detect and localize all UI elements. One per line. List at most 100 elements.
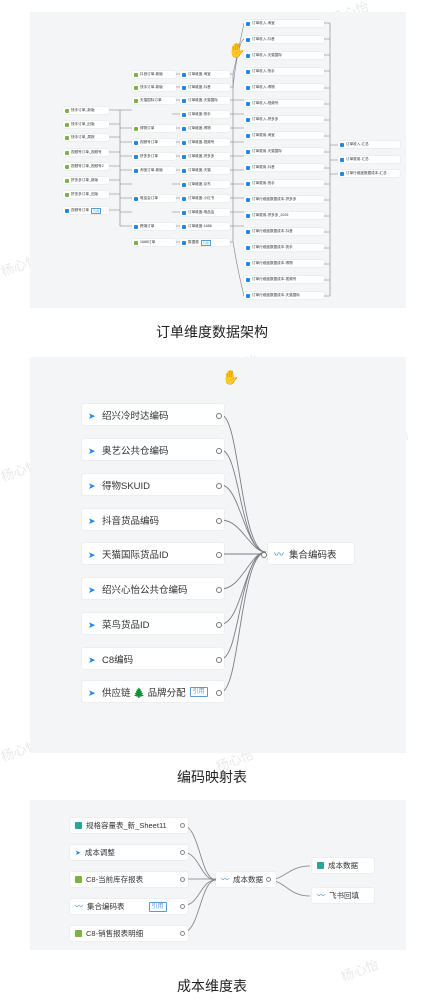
connector-dot[interactable] bbox=[216, 657, 222, 663]
order-node[interactable]: 视频号订单引用 bbox=[63, 207, 109, 214]
order-node[interactable]: 数据源引用 bbox=[180, 239, 230, 246]
order-node[interactable]: 订单维度-视频号 bbox=[180, 139, 230, 146]
caption-order: 订单维度数据架构 bbox=[156, 325, 268, 341]
order-node[interactable]: 订单行维度数据成本-天猫国际 bbox=[244, 292, 324, 299]
order-node[interactable]: 订单维度-小红书 bbox=[180, 195, 230, 202]
order-node[interactable]: 快手订单_旧版 bbox=[63, 121, 109, 128]
chart-icon: 〰 bbox=[317, 891, 325, 900]
connector-dot[interactable] bbox=[216, 518, 222, 524]
dataset-icon bbox=[246, 117, 250, 122]
order-node[interactable]: 订单费用-淘宝 bbox=[244, 132, 324, 139]
connector-dot[interactable] bbox=[216, 552, 222, 558]
order-node[interactable]: 订单收入-淘宝 bbox=[244, 20, 324, 27]
order-node[interactable]: 订单维度-快手 bbox=[180, 111, 230, 118]
order-node[interactable]: 订单维度-唯品会 bbox=[180, 209, 230, 216]
order-node[interactable]: 订单行维度数据成本-得物 bbox=[244, 260, 324, 267]
connector-dot[interactable] bbox=[216, 448, 222, 454]
mapping-source-node[interactable]: ➤奥艺公共仓编码 bbox=[82, 439, 224, 460]
order-node[interactable]: 订单费用-快手 bbox=[244, 180, 324, 187]
order-node[interactable]: 快手订单_新版 bbox=[63, 107, 109, 114]
mapping-source-node[interactable]: ➤天猫国际货品ID bbox=[82, 543, 224, 564]
order-node[interactable]: 订单收入-得物 bbox=[244, 84, 324, 91]
node-label: C8编码 bbox=[102, 654, 134, 666]
root-node-revenue[interactable]: 订单收入-汇总 bbox=[338, 141, 400, 148]
connector-dot[interactable] bbox=[216, 690, 222, 696]
connector-dot[interactable] bbox=[216, 622, 222, 628]
cost-target-node[interactable]: 成本数据 bbox=[312, 858, 374, 873]
node-label: 订单维度-天猫国际 bbox=[188, 98, 218, 102]
cost-source-node[interactable]: C8-销售报表明细 bbox=[70, 926, 188, 941]
order-node[interactable]: 订单行维度数据成本-视频号 bbox=[244, 276, 324, 283]
order-node[interactable]: 订单收入-拼多多 bbox=[244, 116, 324, 123]
order-node[interactable]: 拼多多订单_新版 bbox=[63, 177, 109, 184]
connector-dot[interactable] bbox=[216, 413, 222, 419]
connector-dot[interactable] bbox=[180, 931, 185, 936]
mapping-source-node[interactable]: ➤抖音货品编码 bbox=[82, 509, 224, 530]
connector-dot[interactable] bbox=[266, 877, 271, 882]
order-node[interactable]: 订单收入-视频号 bbox=[244, 100, 324, 107]
cost-target-node[interactable]: 〰飞书回填 bbox=[312, 888, 374, 903]
order-node[interactable]: 订单维度-京东 bbox=[180, 181, 230, 188]
connector-dot[interactable] bbox=[216, 587, 222, 593]
sheet-icon bbox=[65, 122, 69, 127]
order-node[interactable]: 订单维度-天猫国际 bbox=[180, 97, 230, 104]
dataset-icon bbox=[246, 229, 250, 234]
order-node[interactable]: 订单维度-天猫 bbox=[180, 167, 230, 174]
cost-source-node[interactable]: C8-当前库存报表 bbox=[70, 872, 188, 887]
mapping-source-node[interactable]: ➤绍兴冷时达编码 bbox=[82, 404, 224, 425]
mapping-source-node[interactable]: ➤菜鸟货品ID bbox=[82, 613, 224, 634]
mapping-source-node[interactable]: ➤得物SKUID bbox=[82, 474, 224, 495]
order-node[interactable]: 跨境订单 bbox=[132, 223, 176, 230]
order-node[interactable]: 订单维度-得物 bbox=[180, 125, 230, 132]
order-node[interactable]: 快手订单_周报 bbox=[63, 134, 109, 141]
connector-dot[interactable] bbox=[180, 877, 185, 882]
node-label: 快手订单_旧版 bbox=[71, 122, 95, 126]
node-label: 订单维度-得物 bbox=[188, 126, 211, 130]
connector-dot[interactable] bbox=[180, 904, 185, 909]
order-node[interactable]: 订单行维度数据成本-拼多多 bbox=[244, 196, 324, 203]
mapping-target-node[interactable]: 〰集合编码表 bbox=[268, 543, 354, 564]
cost-source-node[interactable]: 规格容量表_新_Sheet11 bbox=[70, 818, 188, 833]
connector-dot[interactable] bbox=[216, 483, 222, 489]
cost-center-node[interactable]: 〰成本数据 bbox=[216, 872, 276, 887]
mapping-source-node[interactable]: ➤绍兴心怡公共仓编码 bbox=[82, 578, 224, 599]
order-node[interactable]: 订单费用-抖音 bbox=[244, 164, 324, 171]
connector-dot[interactable] bbox=[180, 850, 185, 855]
order-node[interactable]: 1688订单 bbox=[132, 239, 176, 246]
order-node[interactable]: 拼多多订单 bbox=[132, 153, 176, 160]
order-node[interactable]: 快手订单-新版 bbox=[132, 84, 176, 91]
order-node[interactable]: 拼多多订单_旧版 bbox=[63, 191, 109, 198]
order-node[interactable]: 订单维度-抖音 bbox=[180, 84, 230, 91]
connector-dot[interactable] bbox=[261, 552, 267, 558]
order-node[interactable]: 订单收入-天猫国际 bbox=[244, 52, 324, 59]
order-node[interactable]: 订单维度-淘宝 bbox=[180, 71, 230, 78]
root-node-fee[interactable]: 订单费用-汇总 bbox=[338, 156, 400, 163]
sheet-icon bbox=[65, 192, 69, 197]
order-node[interactable]: 订单费用-拼多多_2025 bbox=[244, 212, 324, 219]
order-node[interactable]: 订单费用-天猫国际 bbox=[244, 148, 324, 155]
order-node[interactable]: 订单行维度数据成本-快手 bbox=[244, 244, 324, 251]
cost-source-node[interactable]: ➤成本调整 bbox=[70, 845, 188, 860]
order-node[interactable]: 得物订单 bbox=[132, 125, 176, 132]
order-node[interactable]: 视频号订单 bbox=[132, 139, 176, 146]
order-node[interactable]: 订单维度-1688 bbox=[180, 223, 230, 230]
order-node[interactable]: 视频号订单_视频号 bbox=[63, 149, 109, 156]
caption-mapping: 编码映射表 bbox=[177, 770, 247, 786]
node-label: 跨境订单 bbox=[140, 224, 155, 228]
mapping-source-node[interactable]: ➤供应链 🌲 品牌分配引用 bbox=[82, 681, 224, 702]
transform-icon: ➤ bbox=[88, 619, 96, 630]
order-node[interactable]: 订单收入-抖音 bbox=[244, 36, 324, 43]
order-node[interactable]: 视频号订单_视频号2 bbox=[63, 163, 109, 170]
connector-dot[interactable] bbox=[180, 823, 185, 828]
order-node[interactable]: 抖音订单-新版 bbox=[132, 71, 176, 78]
order-node[interactable]: 订单行维度数据成本-抖音 bbox=[244, 228, 324, 235]
order-node[interactable]: 淘宝订单-新版 bbox=[132, 167, 176, 174]
order-node[interactable]: 订单维度-拼多多 bbox=[180, 153, 230, 160]
order-node[interactable]: 订单收入-快手 bbox=[244, 68, 324, 75]
order-node[interactable]: 唯品会订单 bbox=[132, 195, 176, 202]
transform-icon: ➤ bbox=[88, 584, 96, 595]
order-node[interactable]: 天猫国际订单 bbox=[132, 97, 176, 104]
cost-source-node[interactable]: 〰集合编码表引用 bbox=[70, 899, 188, 914]
root-node-cost[interactable]: 订单行维度数据成本-汇总 bbox=[338, 170, 400, 177]
mapping-source-node[interactable]: ➤C8编码 bbox=[82, 648, 224, 669]
